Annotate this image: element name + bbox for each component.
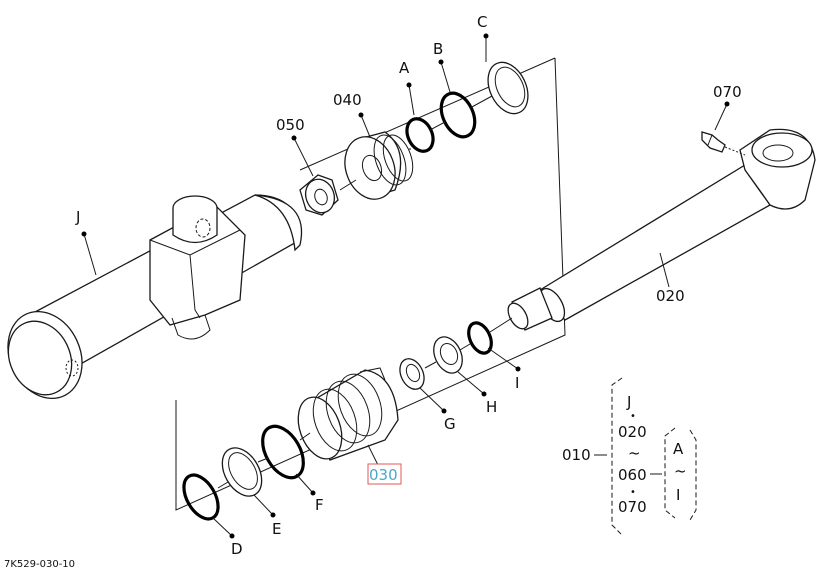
label-d: D — [231, 540, 243, 558]
o-ring-d[interactable] — [177, 469, 225, 525]
label-030-highlight[interactable]: 030 — [367, 463, 402, 485]
legend-outer-1: • — [630, 411, 636, 422]
label-020: 020 — [656, 287, 685, 305]
rod-guide-030[interactable] — [290, 367, 399, 465]
drawing-number: 7K529-030-10 — [4, 559, 75, 570]
label-c: C — [477, 13, 487, 31]
label-j: J — [75, 208, 80, 226]
assembly-legend: 010 J • 020 ~ 060 • 070 A ~ I — [562, 377, 697, 536]
label-h: H — [486, 398, 497, 416]
label-i: I — [515, 374, 519, 392]
label-a: A — [399, 59, 410, 77]
piston-040[interactable] — [337, 130, 419, 207]
cylinder-tube-j[interactable] — [0, 194, 303, 411]
label-030: 030 — [369, 466, 398, 484]
o-ring-b[interactable] — [435, 88, 482, 142]
legend-inner-0: A — [673, 440, 684, 458]
o-ring-f[interactable] — [254, 419, 311, 484]
nut-050[interactable] — [299, 174, 339, 217]
o-ring-a[interactable] — [402, 115, 438, 156]
backup-ring-c[interactable] — [480, 56, 535, 120]
label-040: 040 — [333, 91, 362, 109]
legend-assembly-number: 010 — [562, 446, 591, 464]
legend-inner-1: ~ — [674, 462, 687, 480]
grease-fitting-070[interactable] — [701, 131, 746, 156]
part-labels: C B A 040 050 J 070 020 I H G F E D — [75, 13, 742, 558]
leader-lines — [81, 33, 730, 539]
seal-h[interactable] — [428, 332, 468, 377]
label-e: E — [272, 520, 281, 538]
seal-g[interactable] — [395, 355, 428, 393]
label-b: B — [433, 40, 443, 58]
piston-rod-020[interactable] — [504, 128, 816, 332]
label-070: 070 — [713, 83, 742, 101]
o-ring-i[interactable] — [464, 319, 496, 356]
legend-outer-3: ~ — [628, 444, 641, 462]
label-g: G — [444, 415, 456, 433]
legend-outer-2: 020 — [618, 423, 647, 441]
label-050: 050 — [276, 116, 305, 134]
backup-ring-e[interactable] — [214, 441, 269, 503]
label-f: F — [315, 496, 324, 514]
legend-outer-4: 060 — [618, 466, 647, 484]
legend-outer-5: • — [630, 487, 636, 498]
legend-outer-6: 070 — [618, 498, 647, 516]
legend-outer-0: J — [626, 393, 631, 411]
legend-inner-2: I — [676, 486, 680, 504]
